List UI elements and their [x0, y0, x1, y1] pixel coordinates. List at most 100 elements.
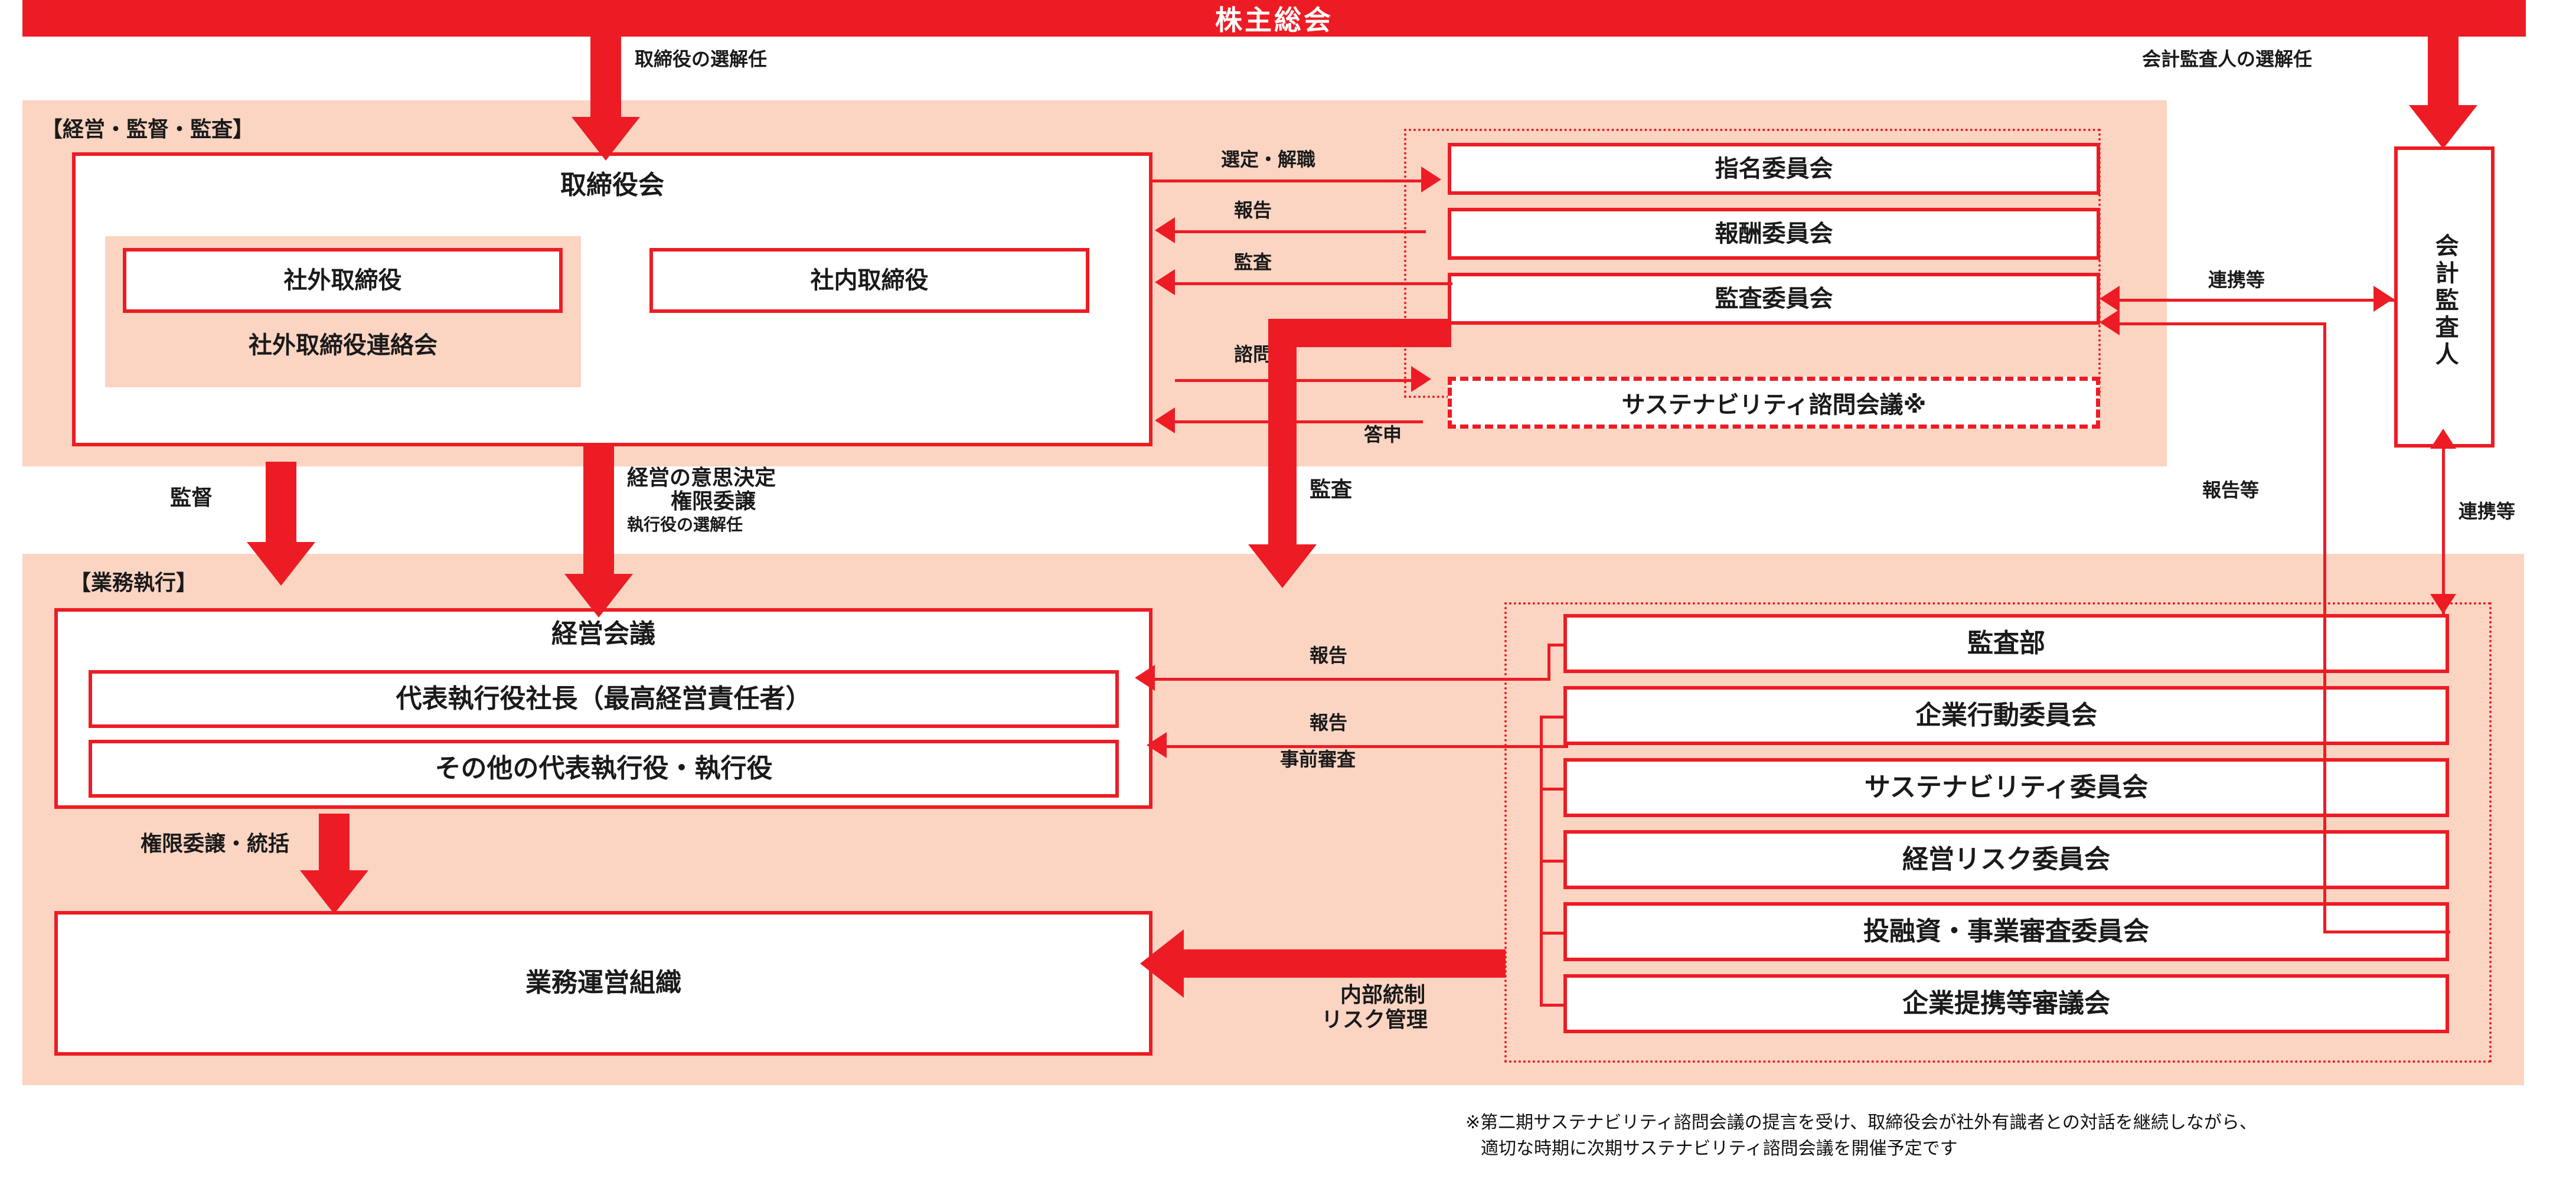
- governance-section-label: 【経営・監督・監査】: [41, 117, 254, 141]
- cooperation-upper-arrowhead-left: [2100, 286, 2120, 312]
- footnote-line-1: ※第二期サステナビリティ諮問会議の提言を受け、取締役会が社外有識者との対話を継続…: [1465, 1113, 2257, 1132]
- shareholders-meeting-banner: 株主総会: [22, 0, 2526, 37]
- director-appointment-arrow-shaft: [590, 37, 621, 119]
- outside-directors-box: 社外取締役: [123, 248, 563, 313]
- accounting-auditor-label: 会計監査人: [2431, 233, 2458, 369]
- reply-label: 答申: [1364, 424, 1402, 445]
- internal-control-line1: 内部統制: [1340, 982, 1426, 1007]
- decision-delegation-arrow-head: [564, 574, 633, 618]
- supervision-label: 監督: [170, 485, 213, 510]
- report-upper-label: 報告: [1310, 645, 1348, 666]
- committee-bracket-stub-5: [1540, 1004, 1566, 1007]
- audit-department-box: 監査部: [1563, 614, 2449, 673]
- delegation-supervision-label: 権限委譲・統括: [141, 831, 290, 856]
- report-upper-arrowhead: [1135, 665, 1155, 691]
- consultation-label: 諮問: [1234, 344, 1272, 365]
- cooperation-lower-arrowhead-up: [2430, 429, 2456, 449]
- audit-thick-label: 監査: [1310, 477, 1353, 501]
- report-etc-label: 報告等: [2202, 479, 2260, 501]
- committee-bracket-stub-2: [1540, 788, 1566, 791]
- compensation-committee-box: 報酬委員会: [1448, 208, 2100, 260]
- internal-committees-container: [1504, 602, 2492, 1063]
- audit-thick-arrow-vertical: [1268, 319, 1297, 549]
- board-of-directors-label: 取締役会: [560, 171, 664, 200]
- investment-loan-committee-box: 投融資・事業審査委員会: [1563, 902, 2449, 961]
- president-ceo-box: 代表執行役社長（最高経営責任者）: [89, 670, 1119, 728]
- report-etc-line-h-top: [2120, 322, 2326, 325]
- audit-committee-box: 監査委員会: [1448, 273, 2100, 325]
- cooperation-upper-line: [2120, 299, 2397, 302]
- executive-appointment-label: 執行役の選解任: [627, 515, 743, 534]
- report-upper-line-h: [1155, 678, 1550, 681]
- management-meeting-label: 経営会議: [551, 619, 655, 648]
- shareholders-meeting-label: 株主総会: [1215, 5, 1333, 35]
- president-ceo-label: 代表執行役社長（最高経営責任者）: [396, 684, 812, 713]
- director-appointment-arrow-head: [572, 117, 640, 161]
- decision-delegation-line2: 権限委譲: [670, 489, 756, 513]
- report-to-board-arrowhead: [1155, 217, 1175, 243]
- sustainability-advisory-label: サステナビリティ諮問会議※: [1621, 392, 1927, 418]
- selection-dismissal-arrowhead: [1421, 166, 1441, 192]
- selection-dismissal-label: 選定・解職: [1221, 149, 1316, 170]
- business-alliance-council-label: 企業提携等審議会: [1902, 988, 2110, 1018]
- corporate-conduct-committee-label: 企業行動委員会: [1915, 700, 2097, 730]
- report-upper-line-v: [1547, 644, 1550, 679]
- operating-organization-box: 業務運営組織: [54, 911, 1152, 1056]
- corporate-conduct-committee-box: 企業行動委員会: [1563, 686, 2449, 745]
- management-risk-committee-box: 経営リスク委員会: [1563, 830, 2449, 889]
- audit-to-board-arrowhead: [1155, 269, 1175, 295]
- auditor-appointment-arrow-head: [2409, 105, 2477, 149]
- internal-control-arrow-shaft: [1184, 949, 1506, 978]
- audit-department-label: 監査部: [1967, 628, 2045, 658]
- accounting-auditor-box: [2394, 146, 2495, 448]
- delegation-supervision-arrow-shaft: [319, 814, 350, 873]
- audit-to-board-label: 監査: [1234, 252, 1272, 273]
- nomination-committee-label: 指名委員会: [1715, 156, 1833, 182]
- report-etc-arrowhead: [2100, 309, 2120, 335]
- report-to-board-label: 報告: [1234, 200, 1272, 221]
- cooperation-lower-arrowhead-down: [2430, 594, 2456, 614]
- report-lower-arrowhead: [1147, 732, 1167, 758]
- report-etc-line-v: [2323, 322, 2326, 933]
- cooperation-lower-line: [2442, 448, 2445, 614]
- supervision-arrow-shaft: [266, 462, 296, 544]
- footnote: ※第二期サステナビリティ諮問会議の提言を受け、取締役会が社外有識者との対話を継続…: [1465, 1110, 2546, 1161]
- auditor-appointment-label: 会計監査人の選解任: [2142, 48, 2313, 70]
- supervision-arrow-head: [247, 542, 315, 586]
- compensation-committee-label: 報酬委員会: [1715, 221, 1833, 247]
- cooperation-upper-label: 連携等: [2208, 269, 2265, 290]
- reply-arrowhead: [1155, 407, 1175, 433]
- execution-section-label: 【業務執行】: [70, 570, 198, 595]
- sustainability-committee-label: サステナビリティ委員会: [1864, 772, 2149, 802]
- audit-thick-arrow-horizontal: [1268, 319, 1451, 347]
- audit-committee-label: 監査委員会: [1715, 286, 1833, 312]
- sustainability-advisory-box: サステナビリティ諮問会議※: [1448, 377, 2100, 429]
- cooperation-upper-arrowhead-right: [2373, 286, 2394, 312]
- report-etc-line-h-bottom: [2323, 930, 2450, 933]
- investment-loan-committee-label: 投融資・事業審査委員会: [1863, 916, 2149, 946]
- delegation-supervision-arrow-head: [300, 870, 368, 914]
- business-alliance-council-box: 企業提携等審議会: [1563, 974, 2449, 1033]
- prior-review-label: 事前審査: [1280, 749, 1356, 770]
- sustainability-committee-box: サステナビリティ委員会: [1563, 758, 2449, 817]
- other-executives-box: その他の代表執行役・執行役: [89, 740, 1119, 798]
- cooperation-lower-label: 連携等: [2459, 501, 2516, 522]
- internal-control-arrow-head: [1140, 929, 1184, 998]
- committee-bracket-stub-4: [1540, 932, 1566, 935]
- report-lower-label: 報告: [1310, 712, 1348, 733]
- report-lower-line: [1167, 745, 1568, 748]
- consultation-arrowhead: [1411, 366, 1431, 392]
- management-risk-committee-label: 経営リスク委員会: [1902, 844, 2110, 874]
- inside-directors-label: 社内取締役: [810, 267, 929, 293]
- report-to-board-line: [1175, 230, 1426, 233]
- outside-directors-liaison-label: 社外取締役連絡会: [249, 332, 438, 358]
- outside-directors-label: 社外取締役: [283, 267, 402, 293]
- footnote-line-2: 適切な時期に次期サステナビリティ諮問会議を開催予定です: [1481, 1138, 1958, 1158]
- inside-directors-box: 社内取締役: [649, 248, 1089, 313]
- director-appointment-label: 取締役の選解任: [635, 48, 768, 70]
- selection-dismissal-line: [1152, 179, 1421, 182]
- decision-delegation-line1: 経営の意思決定: [627, 465, 776, 489]
- decision-delegation-arrow-shaft: [583, 446, 614, 576]
- internal-control-line2: リスク管理: [1321, 1007, 1428, 1031]
